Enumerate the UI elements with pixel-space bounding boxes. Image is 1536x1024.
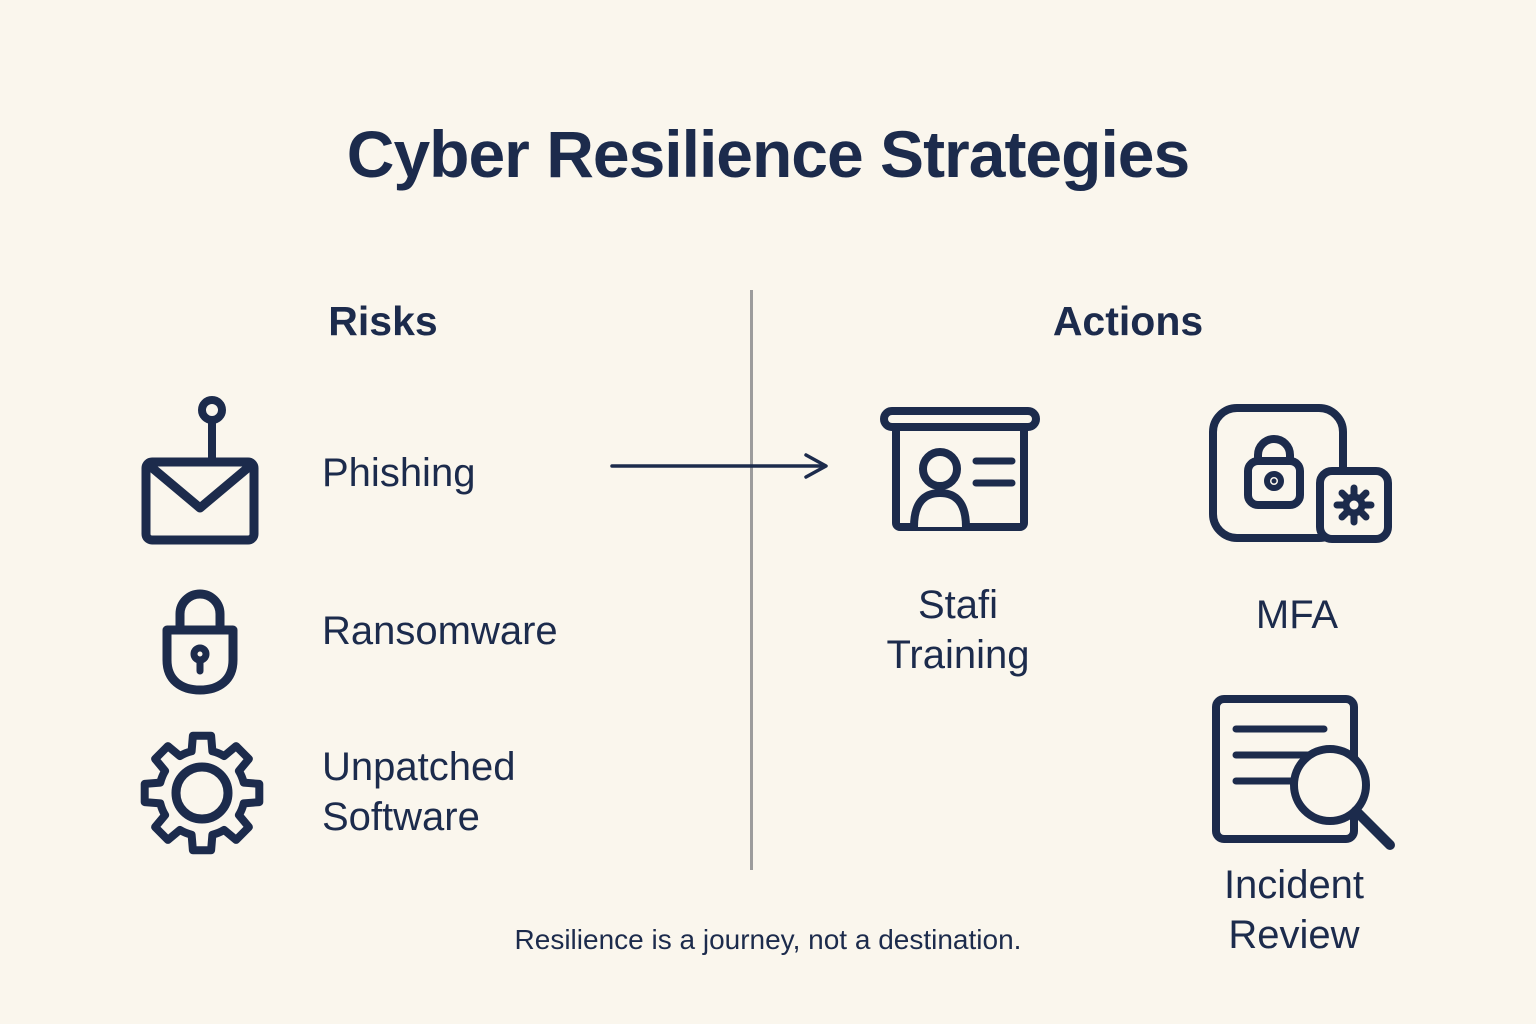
action-label-mfa: MFA (1255, 593, 1339, 637)
action-label-staff-training: Stafi Training (886, 583, 1030, 677)
unpatched-software-gear-icon (140, 731, 264, 855)
staff-training-presentation-icon (880, 407, 1040, 531)
ransomware-padlock-icon (162, 589, 238, 695)
risk-label-unpatched-software: Unpatched Software (322, 745, 516, 839)
incident-review-document-magnifier-icon (1212, 695, 1395, 850)
actions-column-header: Actions (1052, 298, 1204, 344)
page-title: Cyber Resilience Strategies (346, 117, 1190, 191)
action-label-incident-review: Incident Review (1223, 863, 1365, 957)
arrow-right-icon (610, 453, 828, 479)
mfa-lock-gear-icon (1209, 404, 1392, 543)
column-divider (750, 290, 753, 870)
risk-label-ransomware: Ransomware (322, 609, 558, 653)
phishing-email-hook-icon (141, 396, 259, 545)
footer-caption: Resilience is a journey, not a destinati… (514, 924, 1022, 955)
risks-column-header: Risks (328, 298, 438, 344)
risk-label-phishing: Phishing (322, 451, 476, 495)
